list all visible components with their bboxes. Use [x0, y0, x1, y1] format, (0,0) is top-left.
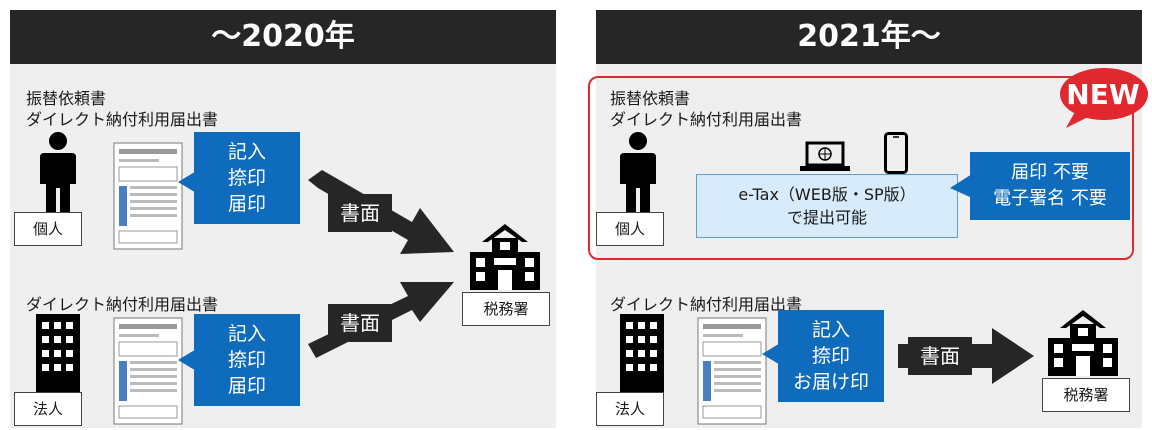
- direct-payment-label-2: ダイレクト納付利用届出書: [26, 295, 219, 314]
- new-badge: NEW: [1066, 78, 1140, 111]
- no-seal-callout: 届印 不要 電子署名 不要: [970, 152, 1130, 220]
- callout-line: 捺印: [227, 349, 266, 371]
- callout-line: 捺印: [811, 345, 850, 367]
- paper-label: 書面: [908, 337, 972, 375]
- paper-label: 書面: [328, 304, 392, 342]
- paper-label: 書面: [328, 194, 392, 232]
- person-icon: [620, 132, 656, 218]
- document-icon: [113, 142, 183, 250]
- callout-line: 届印 不要: [1011, 162, 1089, 183]
- tax-office-label: 税務署: [1042, 378, 1130, 412]
- panel-title: 〜2020年: [10, 10, 556, 64]
- transfer-request-label: 振替依頼書: [26, 89, 107, 108]
- corporation-label: 法人: [14, 392, 82, 426]
- callout-pointer: [178, 170, 198, 194]
- callout-line: 届印: [227, 375, 266, 397]
- direct-payment-label-2: ダイレクト納付利用届出書: [610, 295, 803, 314]
- tax-office-icon: [1048, 310, 1118, 376]
- corporation-callout: 記入 捺印 お届け印: [778, 310, 884, 402]
- etax-line: で提出可能: [786, 208, 867, 227]
- callout-pointer: [762, 342, 782, 366]
- callout-line: お届け印: [792, 371, 869, 393]
- new-badge-bubble: [1060, 68, 1148, 128]
- new-highlight-frame: [588, 76, 1134, 260]
- callout-line: 電子署名 不要: [993, 188, 1107, 209]
- individual-label: 個人: [14, 212, 82, 246]
- corporation-label: 法人: [596, 392, 664, 426]
- building-icon: [36, 314, 80, 400]
- individual-callout: 記入 捺印 届印: [194, 132, 300, 224]
- panel-title: 2021年〜: [596, 10, 1142, 64]
- callout-line: 捺印: [227, 167, 266, 189]
- callout-line: 記入: [227, 141, 266, 163]
- callout-pointer: [178, 348, 198, 372]
- person-icon: [40, 132, 76, 218]
- corporation-callout: 記入 捺印 届印: [194, 314, 300, 406]
- building-icon: [620, 314, 664, 400]
- document-icon: [113, 317, 183, 425]
- callout-line: 記入: [227, 323, 266, 345]
- tax-office-icon: [470, 224, 540, 290]
- etax-box: e-Tax（WEB版・SP版） で提出可能: [696, 174, 958, 238]
- callout-line: 記入: [811, 319, 850, 341]
- panel-2020: 〜2020年 振替依頼書 ダイレクト納付利用届出書 個人 記入 捺印 届印 書面: [10, 10, 556, 428]
- tax-office-label: 税務署: [462, 292, 550, 326]
- individual-label: 個人: [596, 212, 664, 246]
- panel-2021: 2021年〜 NEW 振替依頼書 ダイレクト納付利用届出書 個人 e-Tax（W…: [588, 10, 1148, 428]
- callout-line: 届印: [227, 193, 266, 215]
- direct-payment-label: ダイレクト納付利用届出書: [26, 110, 219, 129]
- laptop-icon: [800, 141, 850, 171]
- smartphone-icon: [884, 132, 908, 174]
- direct-payment-label: ダイレクト納付利用届出書: [610, 110, 803, 129]
- etax-line: e-Tax（WEB版・SP版）: [738, 185, 916, 204]
- document-icon: [697, 317, 767, 425]
- callout-pointer: [950, 174, 972, 198]
- transfer-request-label: 振替依頼書: [610, 89, 691, 108]
